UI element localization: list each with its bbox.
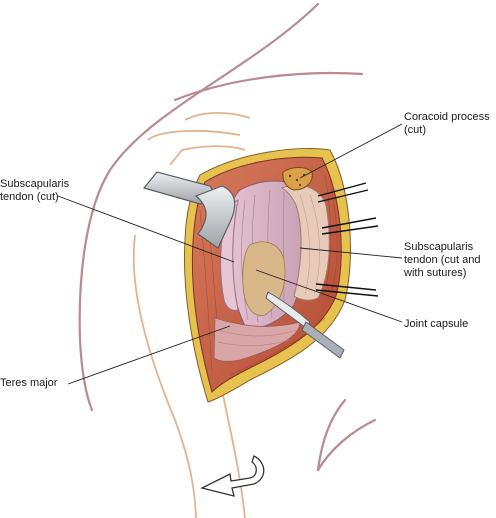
subscapularis-tendon-right xyxy=(280,184,330,301)
leader-coracoid xyxy=(299,123,403,179)
incision-site xyxy=(184,148,351,403)
chest-contour xyxy=(316,418,377,472)
label-joint-capsule: Joint capsule xyxy=(404,318,468,331)
clavicle-outline xyxy=(147,112,251,166)
label-subscap-left-line2: tendon (cut) xyxy=(0,191,59,203)
retractor-blade xyxy=(194,185,236,249)
scalpel-handle xyxy=(301,321,345,359)
label-joint-capsule-line1: Joint capsule xyxy=(404,318,469,330)
leader-teres-major xyxy=(67,325,231,385)
shoulder-top-contour xyxy=(173,71,364,102)
coracoid-process xyxy=(282,167,313,191)
label-coracoid-line1: Coracoid process xyxy=(404,111,490,123)
label-subscapularis-tendon-cut: Subscapularis tendon (cut) xyxy=(0,178,69,204)
coracoid-texture xyxy=(288,173,306,187)
label-subscapularis-tendon-sutures: Subscapularis tendon (cut and with sutur… xyxy=(404,241,480,280)
axilla-contour xyxy=(316,398,347,472)
label-subscap-right-line1: Subscapularis xyxy=(404,241,474,253)
label-coracoid-line2: (cut) xyxy=(404,124,426,136)
body-outline xyxy=(78,2,377,472)
leader-subscap-right xyxy=(299,247,403,259)
retractor xyxy=(142,171,236,249)
label-coracoid-process: Coracoid process (cut) xyxy=(404,111,490,137)
tendon-striations xyxy=(299,194,320,296)
leader-joint-capsule xyxy=(255,269,403,323)
sutures xyxy=(315,182,379,297)
leader-lines xyxy=(57,123,403,385)
label-teres-major-line1: Teres major xyxy=(0,377,58,389)
label-teres-major: Teres major xyxy=(0,377,57,390)
label-subscap-right-line3: with sutures) xyxy=(404,267,467,279)
leader-subscap-left xyxy=(57,195,235,263)
arm-outline xyxy=(132,234,246,518)
label-subscap-left-line1: Subscapularis xyxy=(0,178,70,190)
scalpel xyxy=(265,291,345,359)
rotation-arrow-icon xyxy=(200,455,265,497)
back-contour xyxy=(78,2,320,412)
teres-striations xyxy=(217,329,297,346)
label-subscap-right-line2: tendon (cut and xyxy=(404,254,481,266)
